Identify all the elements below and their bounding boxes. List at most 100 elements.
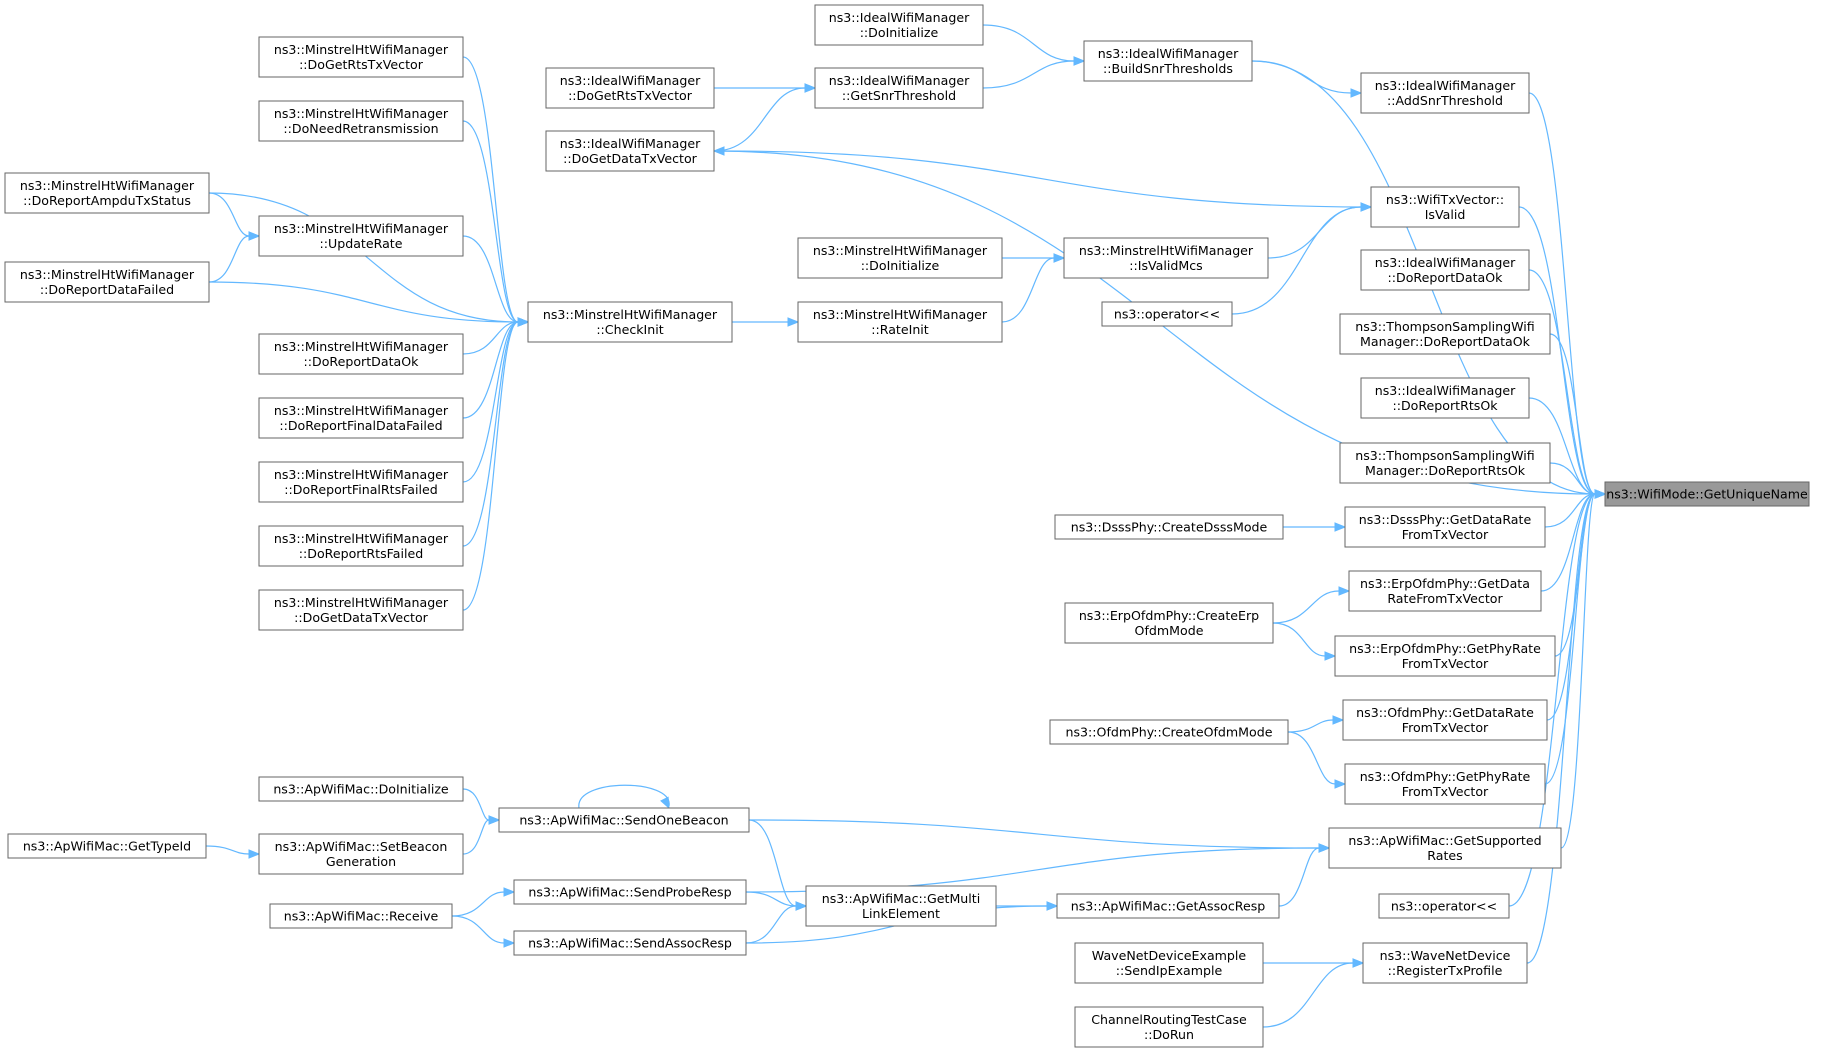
edge-ap_getassoc-to-ap_getsupp bbox=[1278, 843, 1331, 907]
node-label: ns3::ThompsonSamplingWifi bbox=[1355, 319, 1535, 334]
node-box bbox=[258, 833, 464, 875]
node-label: FromTxVector bbox=[1402, 527, 1489, 542]
node-mh_updaterate[interactable]: ns3::MinstrelHtWifiManager::UpdateRate bbox=[258, 215, 464, 257]
node-ideal_build[interactable]: ns3::IdealWifiManager::BuildSnrThreshold… bbox=[1083, 40, 1253, 82]
node-mh_getrts[interactable]: ns3::MinstrelHtWifiManager::DoGetRtsTxVe… bbox=[258, 36, 464, 78]
node-label: ns3::MinstrelHtWifiManager bbox=[274, 531, 449, 546]
node-label: ::RegisterTxProfile bbox=[1388, 963, 1503, 978]
node-mh_getdata[interactable]: ns3::MinstrelHtWifiManager::DoGetDataTxV… bbox=[258, 589, 464, 631]
node-root[interactable]: ns3::WifiMode::GetUniqueName bbox=[1604, 481, 1810, 507]
node-mh_rtsfailed[interactable]: ns3::MinstrelHtWifiManager::DoReportRtsF… bbox=[258, 525, 464, 567]
node-label: ns3::IdealWifiManager bbox=[1375, 383, 1516, 398]
node-box bbox=[1074, 942, 1264, 984]
node-ideal_addsnr[interactable]: ns3::IdealWifiManager::AddSnrThreshold bbox=[1360, 72, 1530, 114]
edge-ap_receive-to-ap_sendprobe bbox=[451, 887, 516, 917]
node-label: LinkElement bbox=[862, 906, 940, 921]
node-box bbox=[4, 261, 210, 303]
node-label: ns3::ApWifiMac::SendProbeResp bbox=[528, 885, 731, 900]
node-ideal_getsnr[interactable]: ns3::IdealWifiManager::GetSnrThreshold bbox=[814, 67, 984, 109]
node-op_right[interactable]: ns3::operator<< bbox=[1378, 893, 1510, 919]
node-txv_isvalid[interactable]: ns3::WifiTxVector::IsValid bbox=[1370, 186, 1520, 228]
edge-dsss_create-to-dsss_getdr bbox=[1283, 522, 1347, 532]
node-mh_ampdu[interactable]: ns3::MinstrelHtWifiManager::DoReportAmpd… bbox=[4, 172, 210, 214]
node-wave_reg[interactable]: ns3::WaveNetDevice::RegisterTxProfile bbox=[1362, 942, 1528, 984]
node-ap_gettype[interactable]: ns3::ApWifiMac::GetTypeId bbox=[7, 833, 207, 859]
node-dsss_create[interactable]: ns3::DsssPhy::CreateDsssMode bbox=[1054, 514, 1284, 540]
node-ideal_doinit[interactable]: ns3::IdealWifiManager::DoInitialize bbox=[814, 4, 984, 46]
node-thomp_dataok[interactable]: ns3::ThompsonSamplingWifiManager::DoRepo… bbox=[1339, 313, 1551, 355]
edge-mh_ampdu-to-mh_checkinit bbox=[208, 192, 530, 327]
node-mh_finaldata[interactable]: ns3::MinstrelHtWifiManager::DoReportFina… bbox=[258, 397, 464, 439]
node-label: FromTxVector bbox=[1402, 720, 1489, 735]
node-label: ::DoReportRtsOk bbox=[1392, 398, 1498, 413]
edge-ap_gettype-to-ap_setbeacon bbox=[205, 845, 261, 859]
node-label: ns3::MinstrelHtWifiManager bbox=[274, 42, 449, 57]
node-ap_sendbeacon[interactable]: ns3::ApWifiMac::SendOneBeacon bbox=[498, 807, 750, 833]
node-label: ns3::MinstrelHtWifiManager bbox=[813, 307, 988, 322]
node-ap_sendprobe[interactable]: ns3::ApWifiMac::SendProbeResp bbox=[513, 879, 747, 905]
node-mh_needretx[interactable]: ns3::MinstrelHtWifiManager::DoNeedRetran… bbox=[258, 100, 464, 142]
node-mh_checkinit[interactable]: ns3::MinstrelHtWifiManager::CheckInit bbox=[527, 301, 733, 343]
node-box bbox=[258, 397, 464, 439]
edge-ap_setbeacon-to-ap_sendbeacon bbox=[462, 815, 501, 855]
node-label: ns3::ApWifiMac::Receive bbox=[284, 909, 439, 924]
node-box bbox=[1604, 481, 1810, 507]
edge-ap_sendassoc-to-ap_getmulti bbox=[745, 901, 808, 944]
node-ap_receive[interactable]: ns3::ApWifiMac::Receive bbox=[269, 903, 453, 929]
node-label: ns3::IdealWifiManager bbox=[1375, 255, 1516, 270]
node-label: ns3::MinstrelHtWifiManager bbox=[813, 243, 988, 258]
node-label: ns3::IdealWifiManager bbox=[560, 136, 701, 151]
node-label: ::RateInit bbox=[871, 322, 929, 337]
node-label: ::DoInitialize bbox=[861, 258, 940, 273]
node-box bbox=[527, 301, 733, 343]
node-label: ns3::WifiMode::GetUniqueName bbox=[1606, 487, 1808, 502]
edge-ap_receive-to-ap_sendassoc bbox=[451, 915, 516, 948]
node-ap_getassoc[interactable]: ns3::ApWifiMac::GetAssocResp bbox=[1056, 893, 1280, 919]
node-thomp_rtsok[interactable]: ns3::ThompsonSamplingWifiManager::DoRepo… bbox=[1339, 442, 1551, 484]
node-label: ns3::ErpOfdmPhy::GetPhyRate bbox=[1349, 641, 1541, 656]
edge-ideal_addsnr-to-root bbox=[1528, 92, 1607, 499]
edge-thomp_dataok-to-root bbox=[1549, 333, 1607, 499]
node-label: ::DoInitialize bbox=[860, 25, 939, 40]
node-chan_dorun[interactable]: ChannelRoutingTestCase::DoRun bbox=[1074, 1006, 1264, 1048]
node-wave_send[interactable]: WaveNetDeviceExample::SendIpExample bbox=[1074, 942, 1264, 984]
node-label: ns3::MinstrelHtWifiManager bbox=[20, 267, 195, 282]
edge-wave_reg-to-root bbox=[1526, 489, 1607, 964]
node-ofdm_create[interactable]: ns3::OfdmPhy::CreateOfdmMode bbox=[1049, 719, 1289, 745]
node-ap_sendassoc[interactable]: ns3::ApWifiMac::SendAssocResp bbox=[513, 930, 747, 956]
node-mh_isvalidmcs[interactable]: ns3::MinstrelHtWifiManager::IsValidMcs bbox=[1063, 237, 1269, 279]
node-label: ::DoReportFinalDataFailed bbox=[279, 418, 442, 433]
node-ap_doinit[interactable]: ns3::ApWifiMac::DoInitialize bbox=[258, 776, 464, 802]
node-ideal_datatx[interactable]: ns3::IdealWifiManager::DoGetDataTxVector bbox=[545, 130, 715, 172]
node-ideal_rtstx[interactable]: ns3::IdealWifiManager::DoGetRtsTxVector bbox=[545, 67, 715, 109]
node-ideal_dataok[interactable]: ns3::IdealWifiManager::DoReportDataOk bbox=[1360, 249, 1530, 291]
node-ideal_rtsok[interactable]: ns3::IdealWifiManager::DoReportRtsOk bbox=[1360, 377, 1530, 419]
node-mh_finalrts[interactable]: ns3::MinstrelHtWifiManager::DoReportFina… bbox=[258, 461, 464, 503]
edge-ideal_getsnr-to-ideal_build bbox=[982, 56, 1086, 89]
node-box bbox=[1339, 442, 1551, 484]
node-mh_rateinit[interactable]: ns3::MinstrelHtWifiManager::RateInit bbox=[797, 301, 1003, 343]
node-label: Rates bbox=[1427, 848, 1462, 863]
node-label: ns3::MinstrelHtWifiManager bbox=[274, 106, 449, 121]
node-mh_dataok[interactable]: ns3::MinstrelHtWifiManager::DoReportData… bbox=[258, 333, 464, 375]
node-mh_datafailed[interactable]: ns3::MinstrelHtWifiManager::DoReportData… bbox=[4, 261, 210, 303]
node-label: ::DoGetRtsTxVector bbox=[568, 88, 693, 103]
edge-mh_finaldata-to-mh_checkinit bbox=[462, 317, 530, 419]
node-mh_doinit[interactable]: ns3::MinstrelHtWifiManager::DoInitialize bbox=[797, 237, 1003, 279]
node-label: ns3::OfdmPhy::GetDataRate bbox=[1356, 705, 1534, 720]
node-label: ::DoGetDataTxVector bbox=[563, 151, 698, 166]
node-op_mid[interactable]: ns3::operator<< bbox=[1101, 301, 1233, 327]
node-label: ::CheckInit bbox=[596, 322, 663, 337]
edge-ideal_doinit-to-ideal_build bbox=[982, 24, 1086, 66]
node-box bbox=[258, 333, 464, 375]
node-box bbox=[797, 301, 1003, 343]
